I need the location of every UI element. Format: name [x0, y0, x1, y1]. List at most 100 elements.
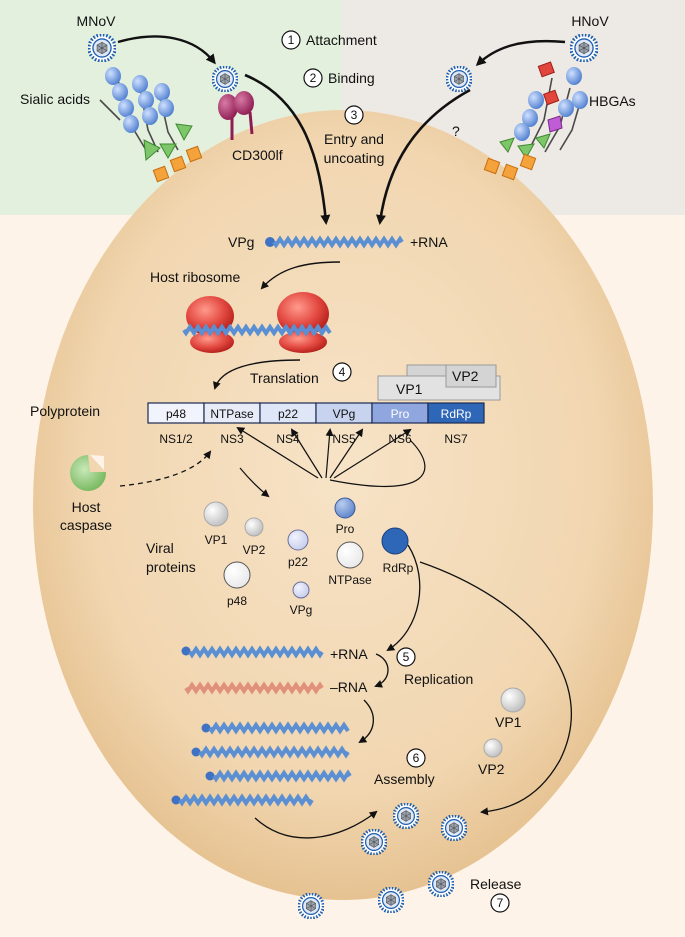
- protein-p22: [287, 529, 309, 551]
- step5-label: Replication: [404, 671, 473, 687]
- step5-number: 5: [403, 650, 410, 664]
- protein-rdrp: [381, 527, 409, 555]
- step3-badge: [344, 105, 364, 125]
- protein-ntpase: [336, 541, 364, 569]
- vp2-box-label: VP2: [452, 368, 479, 384]
- protein-vpg-label: VPg: [290, 603, 313, 617]
- step7-number: 7: [497, 896, 504, 910]
- plus-rna-label: +RNA: [410, 234, 448, 250]
- cd300lf-domain-1: [218, 94, 238, 120]
- entry-arrow-mnov: [244, 73, 331, 225]
- step7-label: Release: [470, 876, 522, 892]
- step3-label-line2: uncoating: [324, 150, 385, 166]
- step3-number: 3: [351, 108, 358, 122]
- vp1-box-label: VP1: [396, 381, 423, 397]
- vpg-cap: [265, 237, 275, 247]
- hnov-virion-icon: [570, 34, 598, 62]
- step1-badge: [281, 30, 301, 50]
- polyprotein-segment-rdrp: [427, 402, 485, 424]
- protein-p48-label: p48: [227, 594, 247, 608]
- step4-number: 4: [339, 365, 346, 379]
- protein-vp1-label: VP1: [205, 533, 228, 547]
- minus-to-plus-arrow: [358, 699, 374, 744]
- polyprotein-segment-label: VPg: [333, 407, 356, 421]
- ns-label: NS3: [220, 432, 244, 446]
- ns-label: NS1/2: [159, 432, 193, 446]
- assembled-virion-1-icon: [393, 803, 419, 829]
- progeny-rna: [198, 745, 350, 759]
- step4-label: Translation: [250, 370, 319, 386]
- host-ribosome-label: Host ribosome: [150, 269, 240, 285]
- ns-label: NS4: [276, 432, 300, 446]
- mnov-virion-icon: [88, 34, 116, 62]
- polyprotein-segment-label: p22: [278, 407, 298, 421]
- ns-label: NS5: [332, 432, 356, 446]
- rna-to-assembly-arrow: [254, 810, 378, 839]
- step1-label: Attachment: [306, 32, 377, 48]
- protein-pro-label: Pro: [336, 522, 355, 536]
- hnov-label: HNoV: [571, 13, 609, 29]
- assembled-virion-2-icon: [361, 829, 387, 855]
- hbgas-label: HBGAs: [589, 93, 636, 109]
- protein-p48: [223, 561, 251, 589]
- assembly-vp1-label: VP1: [495, 714, 522, 730]
- vpg-label: VPg: [228, 234, 254, 250]
- caspase-label-line2: caspase: [60, 517, 112, 533]
- ribosome-complex: [182, 292, 332, 353]
- progeny-rna-group: [171, 721, 352, 807]
- replication-plus-vpg: [181, 646, 191, 656]
- released-virion-1-icon: [298, 893, 324, 919]
- replication-plus-rna: [188, 645, 324, 659]
- protein-vp2: [244, 517, 264, 537]
- replication-cycle-arrow: [374, 653, 389, 688]
- caspase-icon: [70, 455, 107, 491]
- polyprotein-segment-label: RdRp: [441, 407, 472, 421]
- polyprotein-segment-label: Pro: [391, 407, 410, 421]
- cd300lf-stem-2: [248, 111, 254, 135]
- to-polyprotein-arrow: [213, 359, 301, 390]
- cd300lf-label: CD300lf: [232, 147, 283, 163]
- step2-badge: [303, 68, 323, 88]
- step5-badge: [396, 647, 416, 667]
- protein-vpg: [292, 581, 310, 599]
- progeny-vpg: [191, 747, 201, 757]
- progeny-vpg: [201, 723, 211, 733]
- attachment-arrow-mnov: [117, 35, 216, 65]
- progeny-vpg: [205, 771, 215, 781]
- entry-arrow-hnov: [376, 88, 471, 225]
- vp2-box-top: [445, 364, 497, 388]
- ns-label: NS7: [444, 432, 468, 446]
- genomic-rna: [272, 235, 404, 249]
- caspase-label-line1: Host: [72, 499, 101, 515]
- polyprotein-label: Polyprotein: [30, 403, 100, 419]
- cd300lf-domain-2: [234, 91, 254, 115]
- protein-rdrp-label: RdRp: [383, 561, 414, 575]
- sialic-acid-glycans: [99, 67, 203, 183]
- protein-p22-label: p22: [288, 555, 308, 569]
- step7-badge: [490, 893, 510, 913]
- replication-minus-label: –RNA: [330, 679, 368, 695]
- assembled-virion-3-icon: [441, 815, 467, 841]
- step4-badge: [332, 362, 352, 382]
- viral-proteins-line1: Viral: [146, 540, 174, 556]
- assembly-vp1: [500, 687, 526, 713]
- step2-label: Binding: [328, 70, 375, 86]
- to-ribosome-arrow: [260, 261, 341, 290]
- progeny-rna: [208, 721, 350, 735]
- mnov-label: MNoV: [77, 13, 117, 29]
- assembly-vp2: [483, 738, 503, 758]
- assembly-vp2-label: VP2: [478, 761, 505, 777]
- step6-badge: [406, 748, 426, 768]
- protein-pro: [334, 497, 356, 519]
- protein-ntpase-label: NTPase: [328, 573, 372, 587]
- step6-label: Assembly: [374, 771, 435, 787]
- mnov-bound-virion-icon: [212, 66, 238, 92]
- polyprotein-segment-label: p48: [166, 407, 186, 421]
- hbga-glycans: [483, 61, 588, 181]
- replication-plus-label: +RNA: [330, 646, 368, 662]
- step2-number: 2: [310, 71, 317, 85]
- protein-vp1: [203, 501, 229, 527]
- hnov-bound-virion-icon: [446, 66, 472, 92]
- polyprotein-segment-label: NTPase: [210, 407, 254, 421]
